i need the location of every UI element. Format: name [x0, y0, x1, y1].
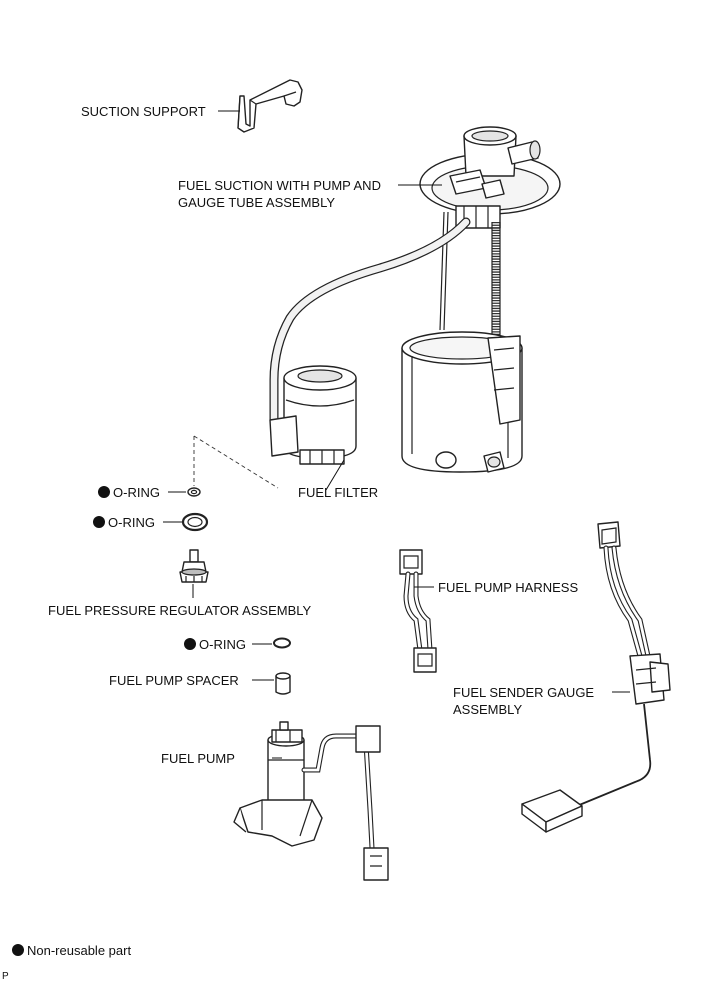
label-o-ring-pump: O-RING [184, 636, 246, 653]
label-fuel-pump-harness: FUEL PUMP HARNESS [438, 580, 579, 595]
label-fuel-sender-line1: FUEL SENDER GAUGE [453, 685, 595, 700]
o-ring-large-part [181, 512, 209, 532]
label-fuel-filter: FUEL FILTER [298, 485, 379, 500]
fuel-filter-part [269, 365, 357, 465]
o-ring-text: O-RING [108, 515, 155, 530]
suction-support-part [237, 79, 303, 133]
fuel-sender-gauge-part [521, 521, 671, 833]
fuel-pump-spacer-part [275, 672, 291, 695]
non-reusable-bullet-icon [184, 638, 196, 650]
leader-lines [163, 110, 630, 759]
o-ring-text: O-RING [199, 637, 246, 652]
fuel-pump-part [233, 721, 389, 881]
label-fuel-pump: FUEL PUMP [161, 751, 235, 766]
label-o-ring-large: O-RING [93, 514, 155, 531]
o-ring-text: O-RING [113, 485, 160, 500]
fuel-pump-harness-part [399, 549, 437, 673]
fuel-hose [269, 217, 471, 425]
o-ring-small-part [187, 487, 201, 497]
label-suction-support: SUCTION SUPPORT [81, 104, 206, 119]
label-fuel-suction-line2: GAUGE TUBE ASSEMBLY [178, 195, 336, 210]
label-fuel-suction-line1: FUEL SUCTION WITH PUMP AND [178, 178, 381, 193]
fuel-pressure-regulator-part [179, 549, 209, 583]
non-reusable-bullet-icon [98, 486, 110, 498]
label-o-ring-small: O-RING [98, 484, 160, 501]
non-reusable-bullet-icon [93, 516, 105, 528]
corner-mark: P [2, 971, 9, 982]
o-ring-pump-part [273, 637, 291, 649]
non-reusable-bullet-icon [12, 944, 24, 956]
label-fuel-sender-line2: ASSEMBLY [453, 702, 523, 717]
legend-text: Non-reusable part [27, 943, 132, 958]
fuel-suction-assembly-part [401, 126, 561, 473]
label-fuel-pump-spacer: FUEL PUMP SPACER [109, 673, 239, 688]
label-fuel-pressure-regulator: FUEL PRESSURE REGULATOR ASSEMBLY [48, 603, 312, 618]
legend-non-reusable: Non-reusable part [12, 942, 131, 959]
